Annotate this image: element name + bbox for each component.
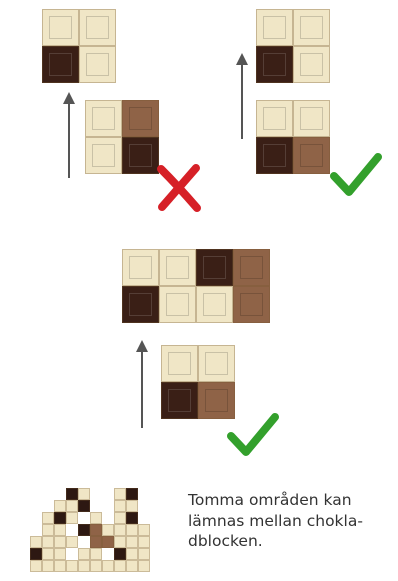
- mini-square: [42, 536, 54, 548]
- mini-square: [126, 524, 138, 536]
- white-chocolate-square: [85, 137, 122, 174]
- mini-square: [114, 500, 126, 512]
- mini-square: [114, 512, 126, 524]
- mini-square: [78, 560, 90, 572]
- mini-square: [126, 488, 138, 500]
- mini-square: [54, 512, 66, 524]
- mini-square: [114, 524, 126, 536]
- white-chocolate-square: [85, 100, 122, 137]
- caption-text: Tomma områden kan lämnas mellan chokla-d…: [188, 490, 388, 552]
- mini-square: [102, 560, 114, 572]
- mini-square: [90, 524, 102, 536]
- mini-square: [54, 536, 66, 548]
- white-chocolate-square: [79, 46, 116, 83]
- dark-chocolate-square: [122, 137, 159, 174]
- mini-square: [90, 560, 102, 572]
- dark-chocolate-square: [42, 46, 79, 83]
- empty-spaces-illustration: [30, 488, 154, 576]
- white-chocolate-square: [159, 249, 196, 286]
- mini-square: [138, 560, 150, 572]
- white-chocolate-square: [79, 9, 116, 46]
- dark-chocolate-square: [122, 286, 159, 323]
- mini-square: [66, 560, 78, 572]
- mini-square: [126, 536, 138, 548]
- mini-square: [90, 536, 102, 548]
- mini-square: [54, 560, 66, 572]
- dark-chocolate-square: [256, 46, 293, 83]
- mini-square: [126, 560, 138, 572]
- mini-square: [42, 548, 54, 560]
- white-chocolate-square: [196, 286, 233, 323]
- milk-chocolate-square: [233, 286, 270, 323]
- white-chocolate-square: [122, 249, 159, 286]
- dark-chocolate-square: [196, 249, 233, 286]
- mini-square: [126, 548, 138, 560]
- mini-square: [66, 500, 78, 512]
- mini-square: [102, 536, 114, 548]
- arrow-up-icon: [235, 53, 249, 141]
- mini-square: [102, 524, 114, 536]
- mini-square: [30, 536, 42, 548]
- white-chocolate-square: [256, 9, 293, 46]
- mini-square: [126, 500, 138, 512]
- mini-square: [66, 512, 78, 524]
- mini-square: [138, 524, 150, 536]
- white-chocolate-square: [293, 46, 330, 83]
- mini-square: [30, 560, 42, 572]
- checkmark-icon: [227, 412, 279, 458]
- cross-icon: [156, 164, 202, 212]
- mini-square: [78, 488, 90, 500]
- white-chocolate-square: [256, 100, 293, 137]
- mini-square: [114, 536, 126, 548]
- white-chocolate-square: [293, 100, 330, 137]
- mini-square: [66, 488, 78, 500]
- mini-square: [114, 548, 126, 560]
- arrow-up-icon: [62, 92, 76, 180]
- arrow-up-icon: [135, 340, 149, 430]
- mini-square: [90, 512, 102, 524]
- checkmark-icon: [330, 152, 382, 198]
- mini-square: [42, 560, 54, 572]
- mini-square: [54, 500, 66, 512]
- white-chocolate-square: [42, 9, 79, 46]
- white-chocolate-square: [161, 345, 198, 382]
- mini-square: [138, 536, 150, 548]
- white-chocolate-square: [293, 9, 330, 46]
- mini-square: [54, 548, 66, 560]
- mini-square: [78, 500, 90, 512]
- milk-chocolate-square: [293, 137, 330, 174]
- mini-square: [114, 560, 126, 572]
- mini-square: [90, 548, 102, 560]
- mini-square: [114, 488, 126, 500]
- mini-square: [138, 548, 150, 560]
- dark-chocolate-square: [161, 382, 198, 419]
- milk-chocolate-square: [233, 249, 270, 286]
- mini-square: [78, 524, 90, 536]
- dark-chocolate-square: [256, 137, 293, 174]
- mini-square: [30, 548, 42, 560]
- milk-chocolate-square: [122, 100, 159, 137]
- mini-square: [78, 548, 90, 560]
- mini-square: [42, 512, 54, 524]
- mini-square: [42, 524, 54, 536]
- mini-square: [66, 536, 78, 548]
- white-chocolate-square: [159, 286, 196, 323]
- white-chocolate-square: [198, 345, 235, 382]
- mini-square: [126, 512, 138, 524]
- mini-square: [54, 524, 66, 536]
